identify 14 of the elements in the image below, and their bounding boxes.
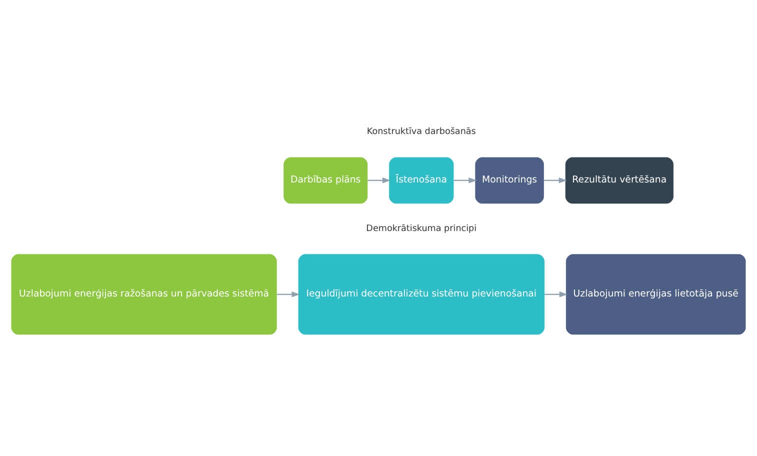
node-box: Darbības plāns (284, 157, 368, 204)
node-box: Rezultātu vērtēšana (565, 157, 674, 204)
label: Demokrātiskuma principi (366, 224, 477, 234)
node-box: Uzlabojumi enerģijas ražošanas un pārvades sistēmā (11, 254, 277, 335)
node-box: Monitorings (475, 157, 544, 204)
arrow (454, 178, 477, 184)
arrow (277, 292, 300, 298)
arrow (544, 178, 568, 184)
arrow (544, 292, 568, 298)
node-box: Ieguldījumi decentralizētu sistēmu pievienošanai (298, 254, 544, 335)
node-box: Īstenošana (389, 157, 454, 204)
node-box: Uzlabojumi enerģijas lietotāja pusē (566, 254, 746, 335)
arrow (368, 178, 391, 184)
label: Konstruktīva darbošanās (366, 126, 476, 137)
